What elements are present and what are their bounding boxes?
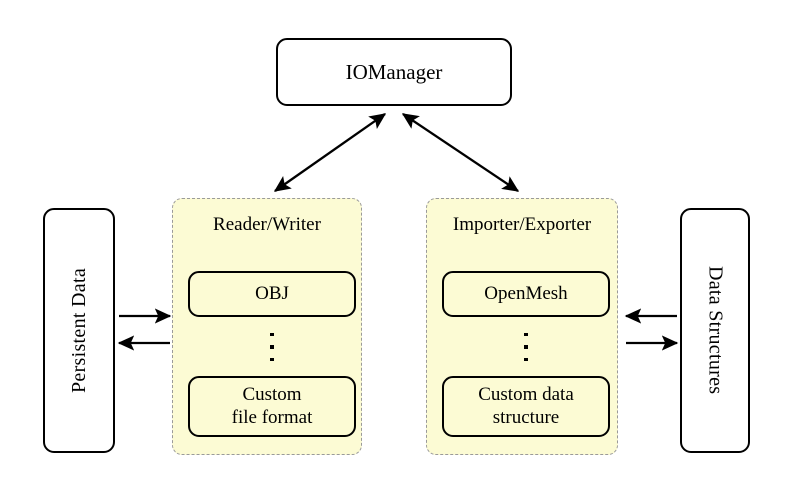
group-importer-exporter-title: Importer/Exporter (452, 214, 592, 235)
ellipsis-dot (524, 345, 528, 349)
item-custom-file-format[interactable]: Custom file format (188, 376, 356, 437)
ellipsis-dot (524, 333, 528, 337)
node-data-structures-label: Data Structures (704, 266, 727, 395)
node-persistent-data-label: Persistent Data (67, 267, 90, 394)
item-obj[interactable]: OBJ (188, 271, 356, 317)
ellipsis-dot (524, 357, 528, 361)
edge-iomanager-importer-exporter (401, 113, 520, 192)
node-iomanager[interactable]: IOManager (276, 38, 512, 106)
vertical-ellipsis-icon (252, 333, 292, 361)
item-openmesh-label-line-1: OpenMesh (484, 282, 568, 304)
item-obj-label-line-1: OBJ (255, 282, 289, 304)
edge-iomanager-reader-writer (273, 113, 387, 192)
item-custom-data-structure-label-line-1: Custom data (478, 384, 574, 406)
item-custom-file-format-label-line-2: file format (231, 406, 313, 428)
ellipsis-dot (270, 357, 274, 361)
node-data-structures[interactable]: Data Structures (680, 208, 750, 453)
item-openmesh[interactable]: OpenMesh (442, 271, 610, 317)
ellipsis-dot (270, 333, 274, 337)
node-iomanager-label: IOManager (345, 59, 443, 84)
vertical-ellipsis-icon (506, 333, 546, 361)
group-reader-writer-title: Reader/Writer (213, 214, 321, 235)
node-persistent-data[interactable]: Persistent Data (43, 208, 115, 453)
item-custom-file-format-label-line-1: Custom (242, 384, 302, 406)
item-custom-data-structure-label-line-2: structure (492, 406, 560, 428)
item-custom-data-structure[interactable]: Custom data structure (442, 376, 610, 437)
ellipsis-dot (270, 345, 274, 349)
